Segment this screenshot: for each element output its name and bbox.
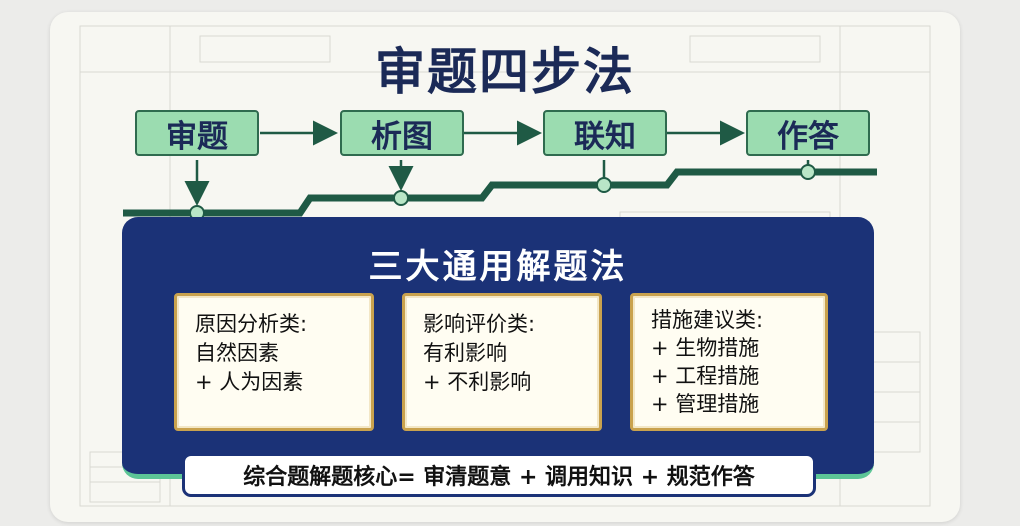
- method-line: 有利影响: [423, 341, 507, 365]
- method-line: + 人为因素: [195, 370, 304, 394]
- methods-panel: 三大通用解题法 原因分析类: 自然因素 + 人为因素 影响评价类: 有利影响 +…: [122, 217, 874, 479]
- step-zuoda: 作答: [746, 110, 870, 156]
- page-title: 审题四步法: [375, 43, 635, 101]
- method-line: + 不利影响: [423, 370, 532, 394]
- step-shenti: 审题: [135, 110, 259, 156]
- method-line: + 生物措施: [651, 336, 760, 360]
- core-summary-banner: 综合题解题核心= 审清题意 + 调用知识 + 规范作答: [182, 453, 816, 497]
- track-node-2: [393, 190, 409, 206]
- method-line: + 工程措施: [651, 364, 760, 388]
- method-line: 自然因素: [195, 341, 279, 365]
- method-cause-analysis: 原因分析类: 自然因素 + 人为因素: [174, 293, 374, 431]
- staircase-track: [123, 168, 877, 217]
- method-impact-evaluation: 影响评价类: 有利影响 + 不利影响: [402, 293, 602, 431]
- method-line: 原因分析类:: [195, 312, 308, 336]
- step-lianzhi: 联知: [543, 110, 667, 156]
- method-line: 影响评价类:: [423, 312, 536, 336]
- blueprint-background: [79, 25, 931, 507]
- method-line: 措施建议类:: [651, 308, 764, 332]
- method-line: + 管理措施: [651, 392, 760, 416]
- track-node-3: [596, 177, 612, 193]
- method-measures-suggestions: 措施建议类: + 生物措施 + 工程措施 + 管理措施: [630, 293, 828, 431]
- methods-title: 三大通用解题法: [368, 247, 628, 287]
- step-xitu: 析图: [340, 110, 464, 156]
- track-node-4: [800, 164, 816, 180]
